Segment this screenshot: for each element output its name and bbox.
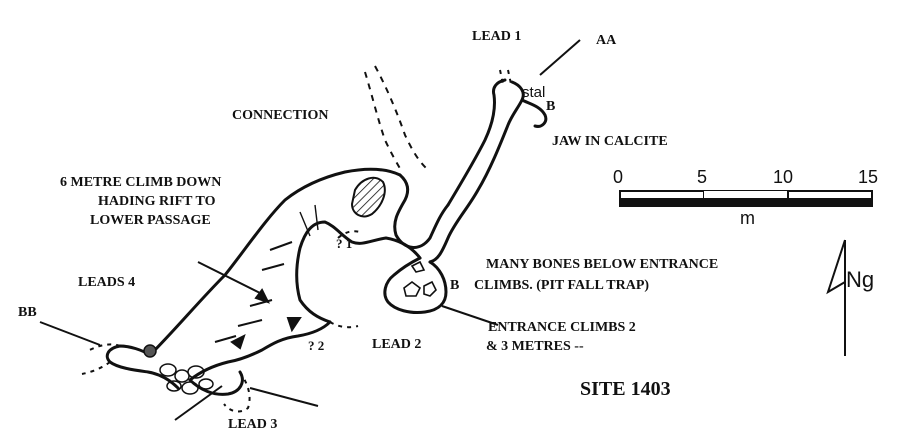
q1-label: ? 1 [336, 236, 352, 251]
entrance-pointer [441, 305, 499, 326]
rift-top-wall [393, 173, 450, 249]
scale-segment-3-fill [788, 198, 872, 206]
labels: LEAD 1 AA stal B CONNECTION JAW IN CALCI… [18, 29, 718, 432]
climb-arrows [214, 204, 319, 350]
lead-dashed-edges [81, 69, 512, 413]
boulder-choke [143, 344, 214, 395]
scale-tick-15: 15 [858, 167, 878, 187]
entrance-chamber [383, 256, 448, 314]
climb-pointer [197, 261, 263, 295]
leads4-label: LEADS 4 [78, 275, 135, 290]
lead1-label: LEAD 1 [472, 29, 521, 44]
scale-bar: 0 5 10 15 m [613, 167, 878, 228]
bb-line [39, 321, 101, 346]
rift-inner-wall [295, 220, 422, 324]
cave-passage [105, 78, 548, 396]
calcite-hatched-area [350, 176, 386, 218]
entrance-label-line2: & 3 METRES -- [486, 339, 584, 354]
scale-tick-0: 0 [613, 167, 623, 187]
jaw-label: JAW IN CALCITE [552, 134, 668, 149]
connection-label: CONNECTION [232, 108, 328, 123]
lead2-label: LEAD 2 [372, 337, 421, 352]
climb-label-line1: 6 METRE CLIMB DOWN [60, 175, 221, 190]
lower-passage [188, 320, 332, 382]
bb-passage [105, 344, 180, 390]
lead3-blob [188, 370, 244, 396]
bones-label-line1: MANY BONES BELOW ENTRANCE [486, 257, 718, 272]
scale-unit: m [740, 208, 755, 228]
scale-tick-5: 5 [697, 167, 707, 187]
connection-dashed-passage [364, 65, 427, 173]
lead1-passage-left [446, 78, 507, 207]
site-label: SITE 1403 [580, 378, 671, 400]
lead3-label: LEAD 3 [228, 417, 277, 432]
rift-outer-wall [148, 167, 402, 357]
scale-segment-1-fill [620, 198, 704, 206]
bb-label: BB [18, 305, 37, 320]
b-top-label: B [546, 99, 555, 114]
q2-label: ? 2 [308, 338, 324, 353]
lead3-line-a [174, 385, 223, 421]
stal-chamber [520, 98, 548, 128]
aa-line [539, 39, 581, 76]
lead3-line-b [249, 387, 319, 407]
entrance-label-line1: ENTRANCE CLIMBS 2 [488, 320, 636, 335]
climb-label-line3: LOWER PASSAGE [90, 213, 211, 228]
lead1-passage-right [428, 80, 525, 264]
climb-label-line2: HADING RIFT TO [98, 194, 216, 209]
entrance-boulders [403, 260, 437, 297]
stal-label: stal [522, 84, 545, 101]
bones-label-line2: CLIMBS. (PIT FALL TRAP) [474, 278, 649, 293]
north-label: Ng [846, 267, 874, 292]
b-mid-label: B [450, 278, 459, 293]
aa-label: AA [596, 33, 617, 48]
leader-lines [39, 39, 581, 421]
scale-segment-2-fill [704, 191, 788, 198]
north-arrow: Ng [826, 239, 874, 356]
scale-tick-10: 10 [773, 167, 793, 187]
